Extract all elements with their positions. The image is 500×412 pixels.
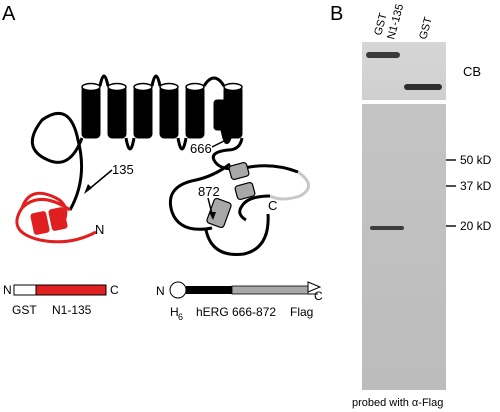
probe-footer: probed with α-Flag — [352, 397, 443, 409]
arrow-135-head — [84, 184, 92, 194]
construct-bar-herg — [169, 281, 322, 299]
panel-a-label: A — [2, 3, 16, 25]
marker-50-label: 50 kD — [460, 153, 492, 167]
arrow-135 — [87, 169, 113, 191]
bar-left-c: C — [110, 283, 119, 297]
lane-2-label-gst: GST — [417, 16, 435, 41]
arrow-872-head — [209, 212, 216, 220]
bar-right-region-label: hERG 666-872 — [196, 305, 276, 319]
arrow-872 — [207, 197, 213, 215]
marker-20-label: 20 kD — [460, 219, 492, 233]
coomassie-blot — [362, 42, 446, 100]
panel-b-label: B — [330, 3, 343, 25]
herg-cterm-domain — [169, 161, 310, 256]
lane-1-label-gst: GST — [372, 12, 390, 37]
red-n-terminus-label: N — [95, 222, 104, 237]
bar-right-h-label: H — [170, 305, 179, 319]
bar-right-c: C — [314, 289, 323, 303]
transmembrane-helices — [81, 82, 243, 139]
western-blot — [362, 104, 446, 390]
construct-bar-gst-n1-135 — [13, 284, 107, 296]
arrow-666 — [211, 139, 227, 148]
cb-label: CB — [463, 64, 481, 79]
residue-872-label: 872 — [198, 184, 220, 199]
arrow-666-head — [222, 137, 230, 144]
bar-right-h-subscript: 6 — [178, 312, 183, 322]
n1-135-domain — [15, 191, 97, 244]
bar-right-n: N — [156, 284, 165, 298]
bar-left-region-label: N1-135 — [52, 303, 92, 317]
lane-1-label-n1-135: N1-135 — [385, 3, 406, 41]
bar-right-flag-label: Flag — [290, 305, 313, 319]
mw-markers — [446, 159, 456, 227]
residue-135-label: 135 — [112, 162, 134, 177]
right-c-terminus-label: C — [268, 198, 277, 213]
residue-666-label: 666 — [190, 141, 212, 156]
marker-37-label: 37 kD — [460, 179, 492, 193]
bar-left-n: N — [3, 283, 12, 297]
bar-left-gst-label: GST — [12, 303, 37, 317]
